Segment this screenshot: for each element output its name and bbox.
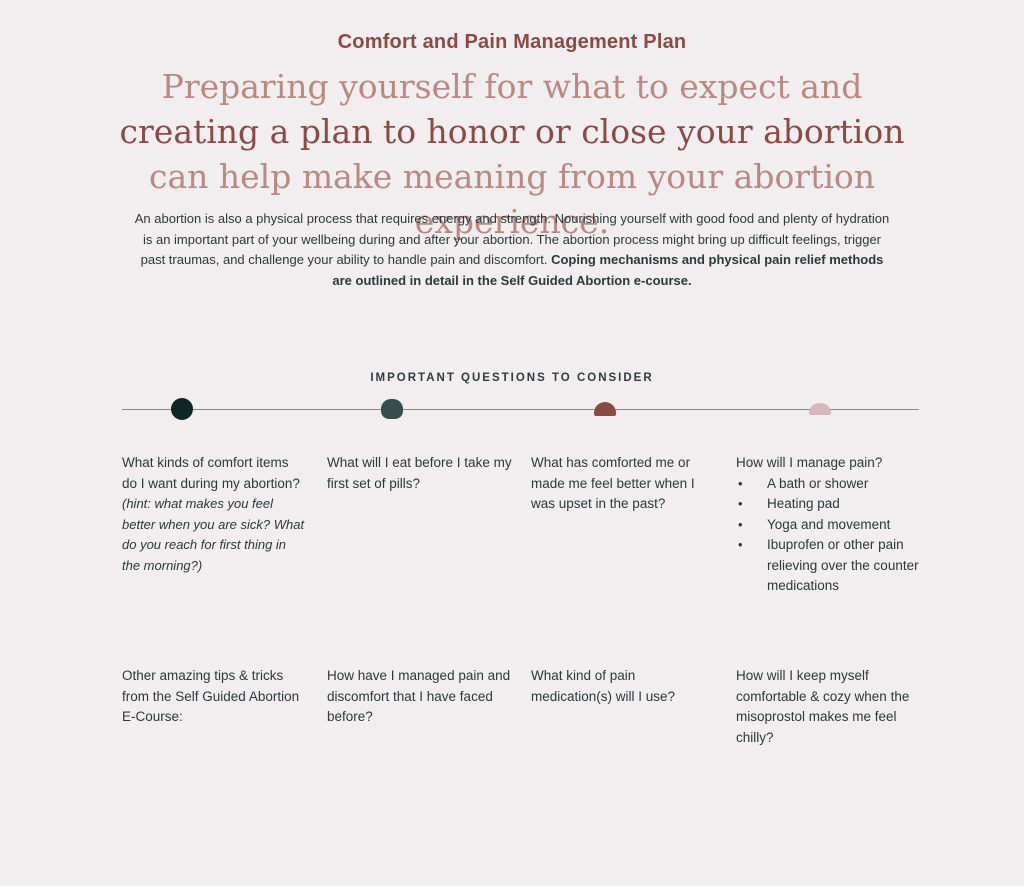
headline-part-1: Preparing yourself for what to expect an…: [161, 67, 863, 106]
question-comforted-past: What has comforted me or made me feel be…: [531, 453, 716, 515]
question-text: Other amazing tips & tricks from the Sel…: [122, 668, 300, 724]
page-title: Comfort and Pain Management Plan: [337, 31, 687, 53]
question-text: How will I manage pain?: [736, 455, 883, 470]
timeline-dot-dark: [171, 398, 193, 420]
list-item: Heating pad: [736, 494, 926, 515]
question-stay-cozy: How will I keep myself comfortable & coz…: [736, 666, 926, 748]
headline: Preparing yourself for what to expect an…: [112, 64, 912, 244]
question-text: How have I managed pain and discomfort t…: [327, 668, 511, 724]
question-pain-medication: What kind of pain medication(s) will I u…: [531, 666, 716, 707]
list-item: A bath or shower: [736, 474, 926, 495]
question-text: What will I eat before I take my first s…: [327, 455, 512, 491]
intro-text: An abortion is also a physical process t…: [134, 211, 890, 267]
timeline-dot-blush: [809, 403, 831, 415]
question-text: What kind of pain medication(s) will I u…: [531, 668, 676, 704]
question-hint: (hint: what makes you feel better when y…: [122, 496, 305, 573]
question-text: How will I keep myself comfortable & coz…: [736, 668, 910, 745]
question-manage-pain: How will I manage pain? A bath or shower…: [736, 453, 926, 597]
pain-options-list: A bath or shower Heating pad Yoga and mo…: [736, 474, 926, 597]
intro-bold-text: Coping mechanisms and physical pain reli…: [332, 252, 884, 288]
headline-part-2: can help make meaning from your abortion…: [148, 157, 876, 241]
list-item: Ibuprofen or other pain relieving over t…: [736, 535, 926, 597]
timeline-line: [122, 409, 919, 410]
section-label: IMPORTANT QUESTIONS TO CONSIDER: [370, 372, 654, 384]
question-comfort-items: What kinds of comfort items do I want du…: [122, 453, 307, 576]
question-text: What has comforted me or made me feel be…: [531, 455, 695, 511]
headline-emphasis: creating a plan to honor or close your a…: [119, 112, 905, 151]
list-item: Yoga and movement: [736, 515, 926, 536]
timeline-dot-rust: [594, 402, 616, 416]
question-text: What kinds of comfort items do I want du…: [122, 455, 300, 491]
question-eat-before-pills: What will I eat before I take my first s…: [327, 453, 512, 494]
timeline-dot-teal: [381, 399, 403, 419]
question-managed-pain-before: How have I managed pain and discomfort t…: [327, 666, 512, 728]
question-other-tips: Other amazing tips & tricks from the Sel…: [122, 666, 307, 728]
intro-paragraph: An abortion is also a physical process t…: [132, 209, 892, 291]
